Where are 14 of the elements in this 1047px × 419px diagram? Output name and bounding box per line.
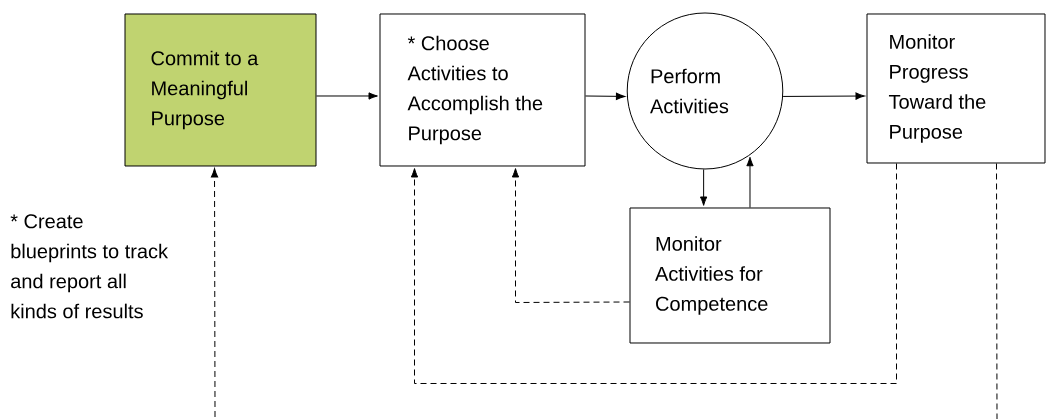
dashed-arrow — [410, 163, 897, 384]
process-box: Monitor Progress Toward the Purpose — [866, 13, 1046, 164]
process-box: Monitor Activities for Competence — [629, 207, 831, 344]
dashed-arrow — [511, 168, 630, 303]
process-box: Commit to a Meaningful Purpose — [124, 13, 317, 167]
arrow — [746, 156, 754, 208]
arrow — [700, 169, 708, 206]
dashed-line — [996, 163, 998, 419]
arrow — [782, 92, 865, 100]
arrow — [316, 92, 378, 100]
note-text: * Create blueprints to track and report all kinds of results — [10, 214, 169, 319]
dashed-arrow — [210, 168, 219, 418]
arrow — [585, 92, 626, 100]
process-box: * Choose Activities to Accomplish the Purpose — [379, 13, 586, 167]
